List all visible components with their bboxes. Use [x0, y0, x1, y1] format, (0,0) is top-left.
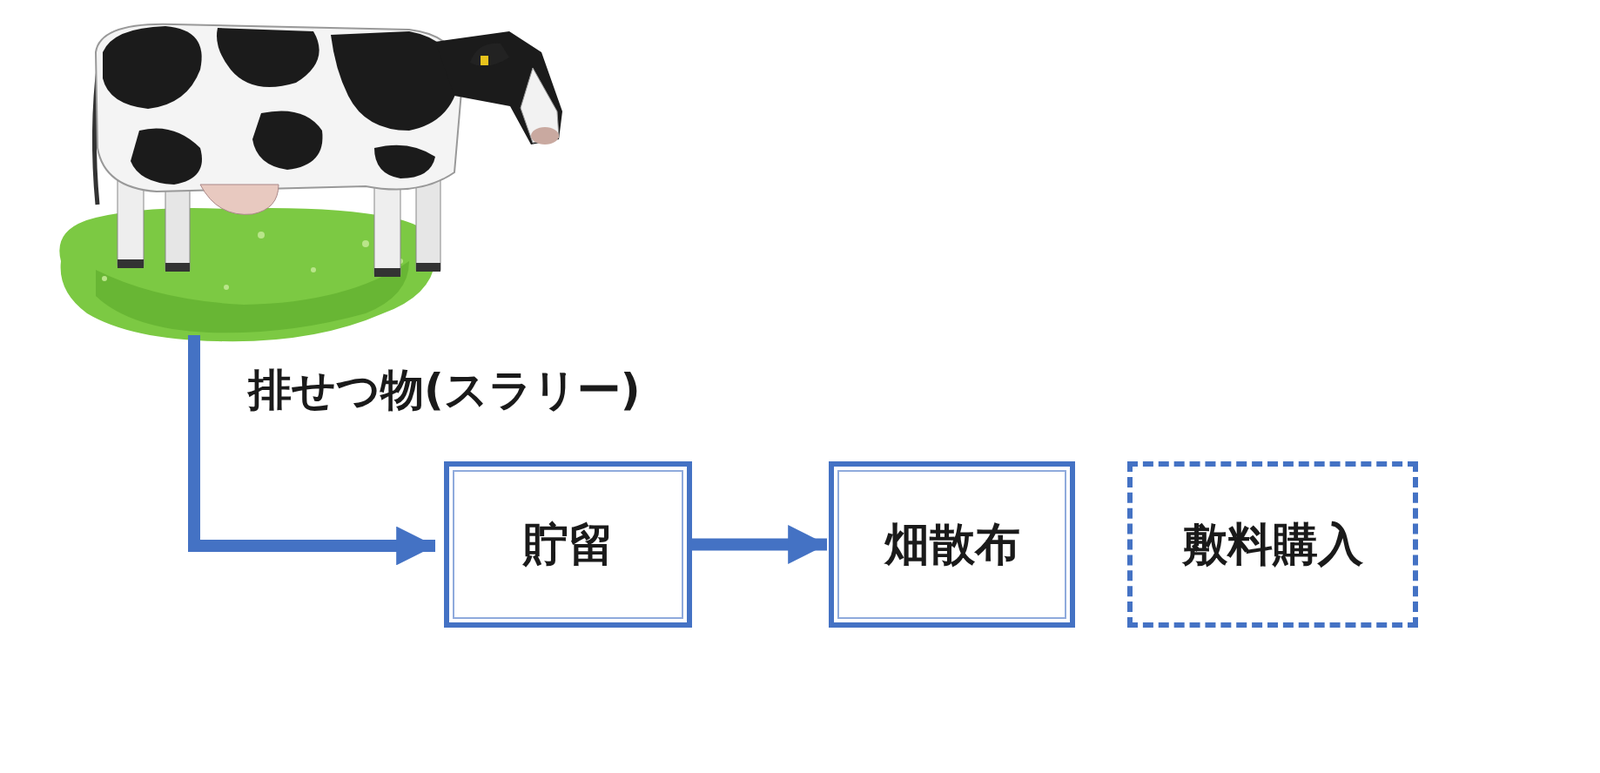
ear-tag — [480, 55, 489, 66]
cow-head — [435, 31, 563, 145]
cow-body — [95, 24, 464, 192]
cow-udder — [200, 184, 279, 215]
box-label: 貯留 — [523, 517, 614, 572]
cow-ear — [470, 43, 510, 67]
cow-muzzle — [531, 127, 559, 145]
process-box: 貯留 — [443, 461, 693, 628]
process-box: 畑散布 — [828, 461, 1076, 628]
flow-label: 排せつ物(スラリー) — [248, 363, 641, 417]
cow-patches — [102, 26, 460, 185]
grass-specks — [101, 231, 404, 290]
flow-arrow — [692, 538, 827, 552]
box-label: 畑散布 — [884, 517, 1021, 572]
box-label: 敷料購入 — [1182, 517, 1364, 572]
cow-hooves — [117, 259, 441, 277]
optional-box: 敷料購入 — [1127, 461, 1419, 628]
grass-shade — [95, 261, 410, 333]
